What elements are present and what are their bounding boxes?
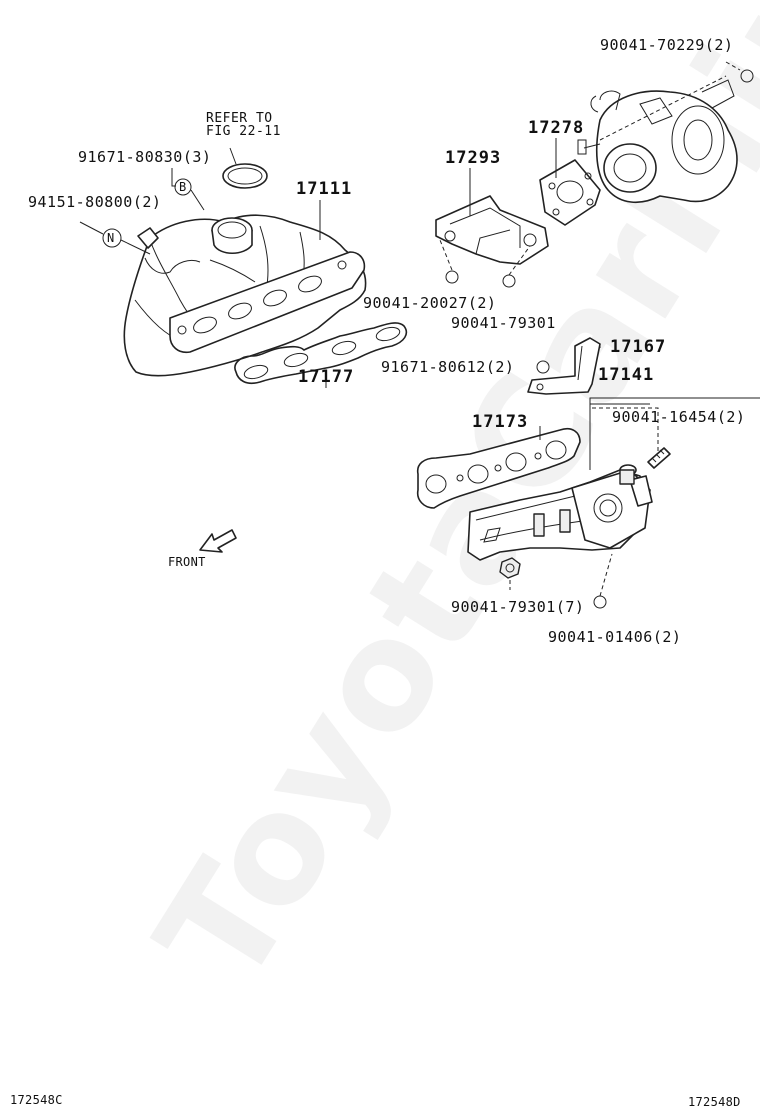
turbocharger (577, 79, 738, 203)
part-number-91671-80612[interactable]: 91671-80612(2) (381, 358, 515, 376)
diagram-code-left: 172548C (10, 1093, 63, 1107)
part-number-17173[interactable]: 17173 (472, 412, 529, 432)
nut-90041-79301 (499, 557, 521, 579)
gasket-17278 (539, 159, 601, 226)
part-number-90041-70229[interactable]: 90041-70229(2) (600, 36, 734, 54)
diagram-code-right: 172548D (688, 1095, 741, 1109)
exhaust-manifold-17141 (467, 464, 653, 561)
part-number-17293[interactable]: 17293 (445, 148, 502, 168)
front-arrow-icon (199, 529, 237, 553)
marker-b-letter: B (179, 180, 187, 194)
marker-n-letter: N (107, 231, 115, 245)
leader-lines (79, 61, 760, 597)
part-number-91671-80830[interactable]: 91671-80830(3) (78, 148, 212, 166)
part-number-17167[interactable]: 17167 (610, 337, 667, 357)
o-ring-91671-80830 (222, 163, 268, 189)
bracket-17293 (435, 195, 549, 265)
gasket-17173 (416, 427, 581, 509)
part-number-17278[interactable]: 17278 (528, 118, 585, 138)
part-number-17177[interactable]: 17177 (298, 367, 355, 387)
refer-note-line1: REFER TO (206, 111, 273, 126)
insulator-17167 (527, 337, 601, 395)
part-number-90041-20027[interactable]: 90041-20027(2) (363, 294, 497, 312)
stud-90041-16454 (647, 447, 671, 469)
front-label: FRONT (168, 555, 206, 569)
manifold-cover-17111 (123, 214, 367, 377)
refer-note-line2[interactable]: FIG 22-11 (206, 124, 281, 139)
gasket-17177 (234, 322, 408, 385)
part-number-90041-79301-upper[interactable]: 90041-79301 (451, 314, 556, 332)
part-number-17141[interactable]: 17141 (598, 365, 655, 385)
part-number-17111[interactable]: 17111 (296, 179, 353, 199)
part-number-94151-80800[interactable]: 94151-80800(2) (28, 193, 162, 211)
part-number-90041-16454[interactable]: 90041-16454(2) (612, 408, 746, 426)
part-number-90041-01406[interactable]: 90041-01406(2) (548, 628, 682, 646)
part-number-90041-79301-lower[interactable]: 90041-79301(7) (451, 598, 585, 616)
